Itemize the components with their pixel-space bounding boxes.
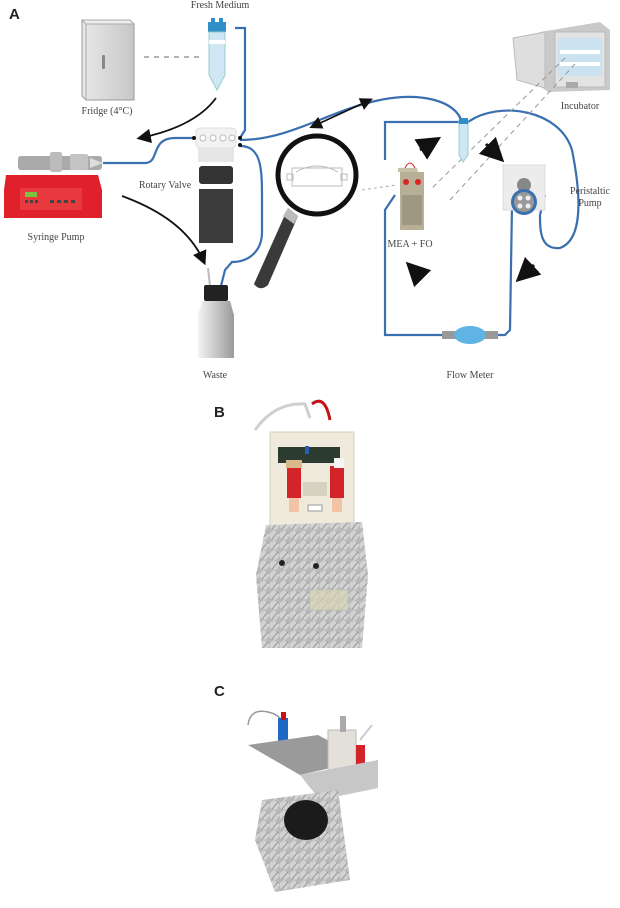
peristaltic-pump-icon: [502, 164, 546, 215]
arrow-to-syringe: [136, 97, 217, 143]
incubator-icon: [512, 22, 610, 92]
panel-letter-b: B: [214, 404, 225, 421]
label-flow-meter: Flow Meter: [446, 370, 494, 381]
label-incubator: Incubator: [560, 101, 600, 112]
flow-meter-icon: [442, 326, 498, 344]
label-fridge: Fridge (4°C): [81, 106, 133, 117]
label-syringe-pump: Syringe Pump: [27, 232, 85, 243]
label-mea-fo: MEA + FO: [387, 239, 433, 250]
arrow-to-pump: [478, 136, 505, 163]
arrow-mea-out: [414, 136, 442, 160]
rotary-valve-icon: [192, 127, 242, 243]
falcon-tube-icon: [208, 18, 226, 92]
syringe-pump-icon: [4, 152, 103, 218]
label-fresh-medium: Fresh Medium: [190, 0, 250, 11]
mea-assembly-front: [253, 399, 368, 648]
waste-bottle-icon: [198, 267, 234, 358]
arrow-to-waste: [121, 195, 207, 266]
panel-letter-a: A: [9, 6, 20, 23]
panel-a-schematic: [4, 18, 610, 358]
tubing: [103, 26, 580, 337]
label-peristaltic-pump-1: Peristaltic: [570, 186, 610, 197]
bidirectional-arrow: [309, 98, 373, 129]
arrow-to-mea: [405, 261, 432, 288]
incubator-link-dashed-2: [449, 63, 576, 201]
label-waste: Waste: [202, 370, 228, 381]
mea-device-icon: [398, 162, 424, 230]
magnifier-icon: [254, 133, 359, 289]
panel-letter-c: C: [214, 683, 225, 700]
label-peristaltic-pump-2: Pump: [578, 198, 602, 209]
label-rotary-valve: Rotary Valve: [138, 180, 192, 191]
fridge-icon: [80, 19, 136, 101]
mea-assembly-angled: [247, 710, 378, 892]
arrow-from-pump: [515, 256, 542, 283]
incubator-link-dashed-1: [429, 57, 566, 191]
reservoir-tube-icon: [458, 118, 469, 163]
zoom-link-dashed: [361, 184, 397, 191]
